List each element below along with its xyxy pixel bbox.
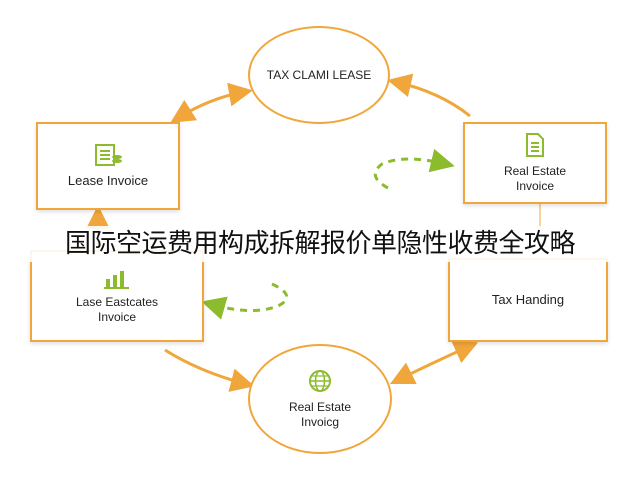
node-real-estate-invoice-right-line2: Invoice xyxy=(515,179,555,193)
node-real-estate-invoice-right-line1: Real Estate xyxy=(503,164,567,178)
node-real-estate-invoicg: Real Estate Invoicg xyxy=(248,344,392,454)
node-tax-clami-lease-label: TAX CLAMI LEASE xyxy=(266,68,372,82)
document-icon xyxy=(526,133,544,157)
node-real-estate-invoicg-line2: Invoicg xyxy=(300,415,340,429)
node-lease-invoice: Lease Invoice xyxy=(36,122,180,210)
bar-chart-icon xyxy=(104,271,129,289)
node-lase-estcates-invoice-line2: Invoice xyxy=(97,310,137,324)
overlay-title: 国际空运费用构成拆解报价单隐性收费全攻略 xyxy=(0,226,640,262)
node-lease-invoice-label: Lease Invoice xyxy=(67,173,149,188)
node-real-estate-invoice-right: Real Estate Invoice xyxy=(463,122,607,204)
arrow-bottom-to-tax xyxy=(389,341,479,385)
invoice-stack-icon xyxy=(95,144,122,166)
node-lase-estcates-invoice: Lase Eastcates Invoice xyxy=(30,250,204,342)
node-tax-handing: Tax Handing xyxy=(448,258,608,342)
arrow-right-to-top xyxy=(387,73,471,118)
node-tax-clami-lease: TAX CLAMI LEASE xyxy=(248,26,390,124)
node-lase-estcates-invoice-line1: Lase Eastcates xyxy=(75,295,159,309)
arrow-lease-to-top xyxy=(170,82,253,123)
arrow-left-to-bottom xyxy=(164,348,255,392)
green-dashed-arrow-lower xyxy=(201,282,289,320)
node-tax-handing-label: Tax Handing xyxy=(491,292,565,307)
node-real-estate-invoicg-line1: Real Estate xyxy=(288,400,352,414)
green-dashed-arrow-upper xyxy=(373,148,455,190)
globe-icon xyxy=(309,370,331,392)
